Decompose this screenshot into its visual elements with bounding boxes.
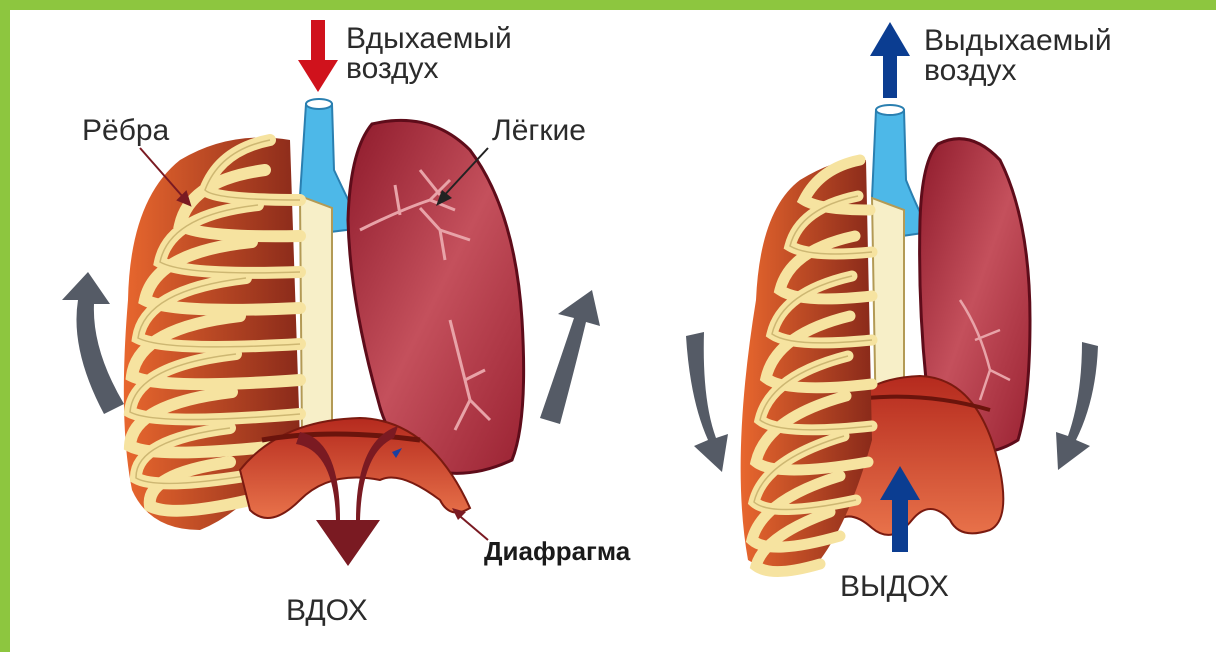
diaphragm-label: Диафрагма [484, 536, 631, 566]
lungs-label: Лёгкие [492, 114, 586, 147]
inhale-air-arrow [298, 20, 338, 92]
exhaled-air-label-1: Выдыхаемый [924, 24, 1112, 57]
inhale-panel [62, 20, 600, 566]
inhaled-air-label-1: Вдыхаемый [346, 22, 512, 55]
exhale-panel [686, 22, 1098, 572]
exhale-air-arrow [870, 22, 910, 98]
lung-down-arrow [1056, 342, 1098, 470]
ribs-label: Рёбра [82, 114, 170, 147]
inhaled-air-label-2: воздух [346, 52, 439, 85]
exhale-label: ВЫДОХ [840, 570, 949, 603]
ribcage-down-arrow [686, 332, 728, 472]
lung-up-arrow [540, 290, 600, 424]
inhale-label: ВДОХ [286, 594, 368, 627]
ribcage-up-arrow [62, 272, 124, 414]
exhaled-air-label-2: воздух [924, 54, 1017, 87]
